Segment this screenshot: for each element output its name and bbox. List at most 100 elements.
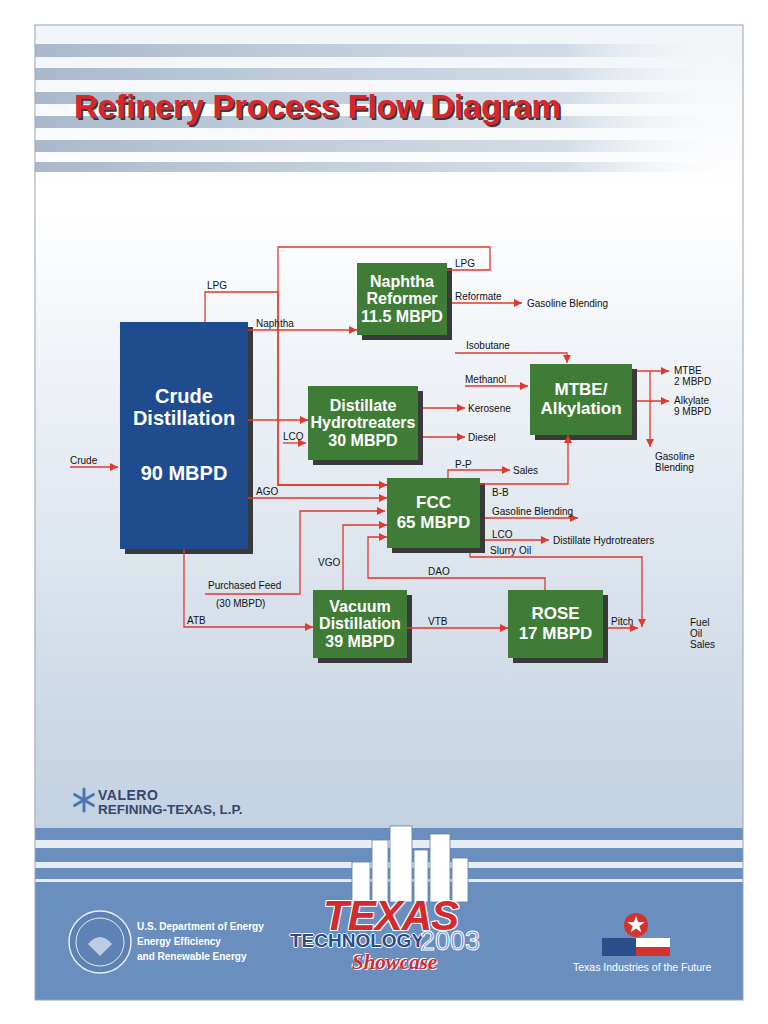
flow-arrow: [368, 537, 545, 590]
logo-text: U.S. Department of Energy: [137, 921, 264, 932]
skyline-illustration: [352, 826, 468, 902]
stream-label: Gasoline Blending: [492, 506, 573, 517]
stream-label: LPG: [455, 258, 475, 269]
unit-name: Vacuum Distillation: [313, 598, 407, 633]
seal-ring: [76, 918, 124, 966]
flow-arrow: [248, 329, 357, 330]
column-box: Crude Distillation90 MBPD: [120, 322, 248, 549]
stream-label: Fuel Oil Sales: [690, 617, 720, 650]
stream-arrow: [603, 627, 638, 628]
stream-label: LCO: [492, 529, 513, 540]
flow-arrow: [278, 247, 490, 485]
connector-group: [184, 247, 568, 628]
stream-label: Distillate Hydrotreaters: [553, 535, 654, 546]
stream-label: AGO: [256, 486, 278, 497]
stream-arrow: [447, 302, 522, 303]
process-box: Vacuum Distillation39 MBPD: [313, 590, 407, 658]
stream-arrow: [283, 442, 306, 443]
stream-arrow: [649, 371, 650, 447]
stream-label: MTBE: [674, 365, 702, 376]
icon-ray: [75, 795, 94, 806]
flow-arrow: [407, 627, 508, 628]
seal-ring: [69, 911, 131, 973]
page-panel: [35, 25, 743, 828]
stream-label: Purchased Feed: [208, 580, 281, 591]
unit-capacity: 30 MBPD: [326, 432, 399, 449]
stream-label: DAO: [428, 566, 450, 577]
logo-text: REFINING-TEXAS, L.P.: [98, 803, 243, 818]
skyline-building: [390, 826, 412, 902]
stream-label: Crude: [70, 455, 97, 466]
logo-flag: [602, 938, 636, 956]
logo-text: TECHNOLOGY: [290, 931, 424, 952]
unit-capacity: 17 MBPD: [517, 625, 595, 643]
stream-label: (30 MBPD): [216, 598, 265, 609]
stream-arrow: [448, 470, 510, 478]
flow-arrow: [248, 497, 387, 498]
process-box: Distillate Hydrotreaters30 MBPD: [308, 386, 418, 460]
stream-label: Alkylate: [674, 395, 709, 406]
stream-label: 9 MBPD: [674, 406, 711, 417]
unit-capacity: 65 MBPD: [395, 514, 473, 532]
logo-star: [627, 916, 644, 932]
stream-label: Naphtha: [256, 318, 294, 329]
page-frame: [35, 25, 743, 1000]
logo-text: VALERO: [98, 788, 158, 803]
flow-arrow: [248, 419, 308, 420]
stream-label: P-P: [455, 459, 472, 470]
stream-label: Isobutane: [466, 340, 510, 351]
process-box: MTBE/ Alkylation: [530, 364, 632, 435]
doe-seal: [69, 911, 131, 973]
stream-arrow: [455, 353, 567, 363]
stream-label: 2 MBPD: [674, 376, 711, 387]
process-box: FCC 65 MBPD: [387, 478, 480, 548]
stream-label: Gasoline Blending: [527, 298, 608, 309]
stream-arrow: [480, 539, 549, 540]
stream-arrow: [70, 466, 118, 467]
flow-arrow: [205, 292, 387, 485]
logo-circle: [624, 913, 648, 937]
stream-label: Methanol: [465, 374, 506, 385]
stream-arrow: [480, 517, 578, 518]
header-stripe: [35, 68, 743, 80]
stream-label: VGO: [318, 557, 340, 568]
unit-name: Distillate Hydrotreaters: [308, 397, 418, 432]
unit-name: ROSE: [529, 605, 581, 623]
header-stripe: [35, 140, 743, 152]
stream-label: VTB: [428, 616, 447, 627]
stream-label: ATB: [187, 615, 206, 626]
header-stripe: [35, 162, 743, 172]
stream-lines: [70, 303, 669, 628]
footer-stripe: [35, 862, 743, 868]
flow-arrow: [184, 549, 313, 627]
unit-name: FCC: [414, 494, 453, 512]
valero-star-icon: [75, 789, 94, 811]
poster-title: Refinery Process Flow Diagram: [74, 88, 560, 126]
process-box: ROSE 17 MBPD: [508, 590, 603, 658]
stream-arrow: [418, 436, 465, 437]
stream-arrow: [470, 548, 642, 627]
footer-stripe: [35, 840, 743, 848]
footer-stripe: [35, 879, 743, 882]
logo-text: Showcase: [352, 951, 437, 974]
stream-label: Diesel: [468, 432, 496, 443]
unit-capacity: 39 MBPD: [323, 633, 396, 650]
logo-text: Texas Industries of the Future: [573, 962, 711, 974]
logo-flag: [636, 947, 670, 956]
skyline-building: [430, 834, 450, 902]
stream-label: Kerosene: [468, 403, 511, 414]
flow-arrow: [343, 525, 387, 590]
logo-flag: [636, 938, 670, 947]
footer-band: [35, 828, 743, 1000]
stream-label: Reformate: [455, 291, 502, 302]
stream-label: LPG: [207, 280, 227, 291]
stream-arrow: [418, 407, 465, 408]
icon-ray: [75, 795, 94, 806]
logo-text: Energy Efficiency: [137, 936, 221, 947]
stream-label: Gasoline Blending: [655, 451, 705, 473]
